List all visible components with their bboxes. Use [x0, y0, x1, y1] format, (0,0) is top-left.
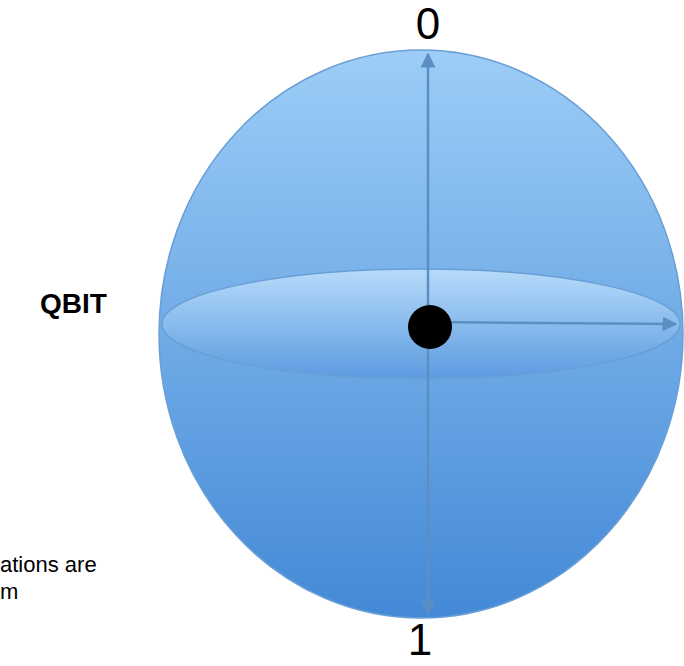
axis-arrow — [430, 322, 676, 324]
equator — [162, 269, 680, 379]
axis-arrow — [427, 54, 430, 324]
qubit-label: QBIT — [40, 289, 107, 320]
sphere — [159, 50, 683, 618]
pole-label: 0 — [416, 0, 440, 48]
state-dot — [408, 305, 452, 349]
axis-arrow — [427, 324, 430, 614]
pole-label: 1 — [408, 616, 432, 664]
note-text: m — [0, 580, 18, 604]
note-text: ations are — [0, 553, 97, 577]
